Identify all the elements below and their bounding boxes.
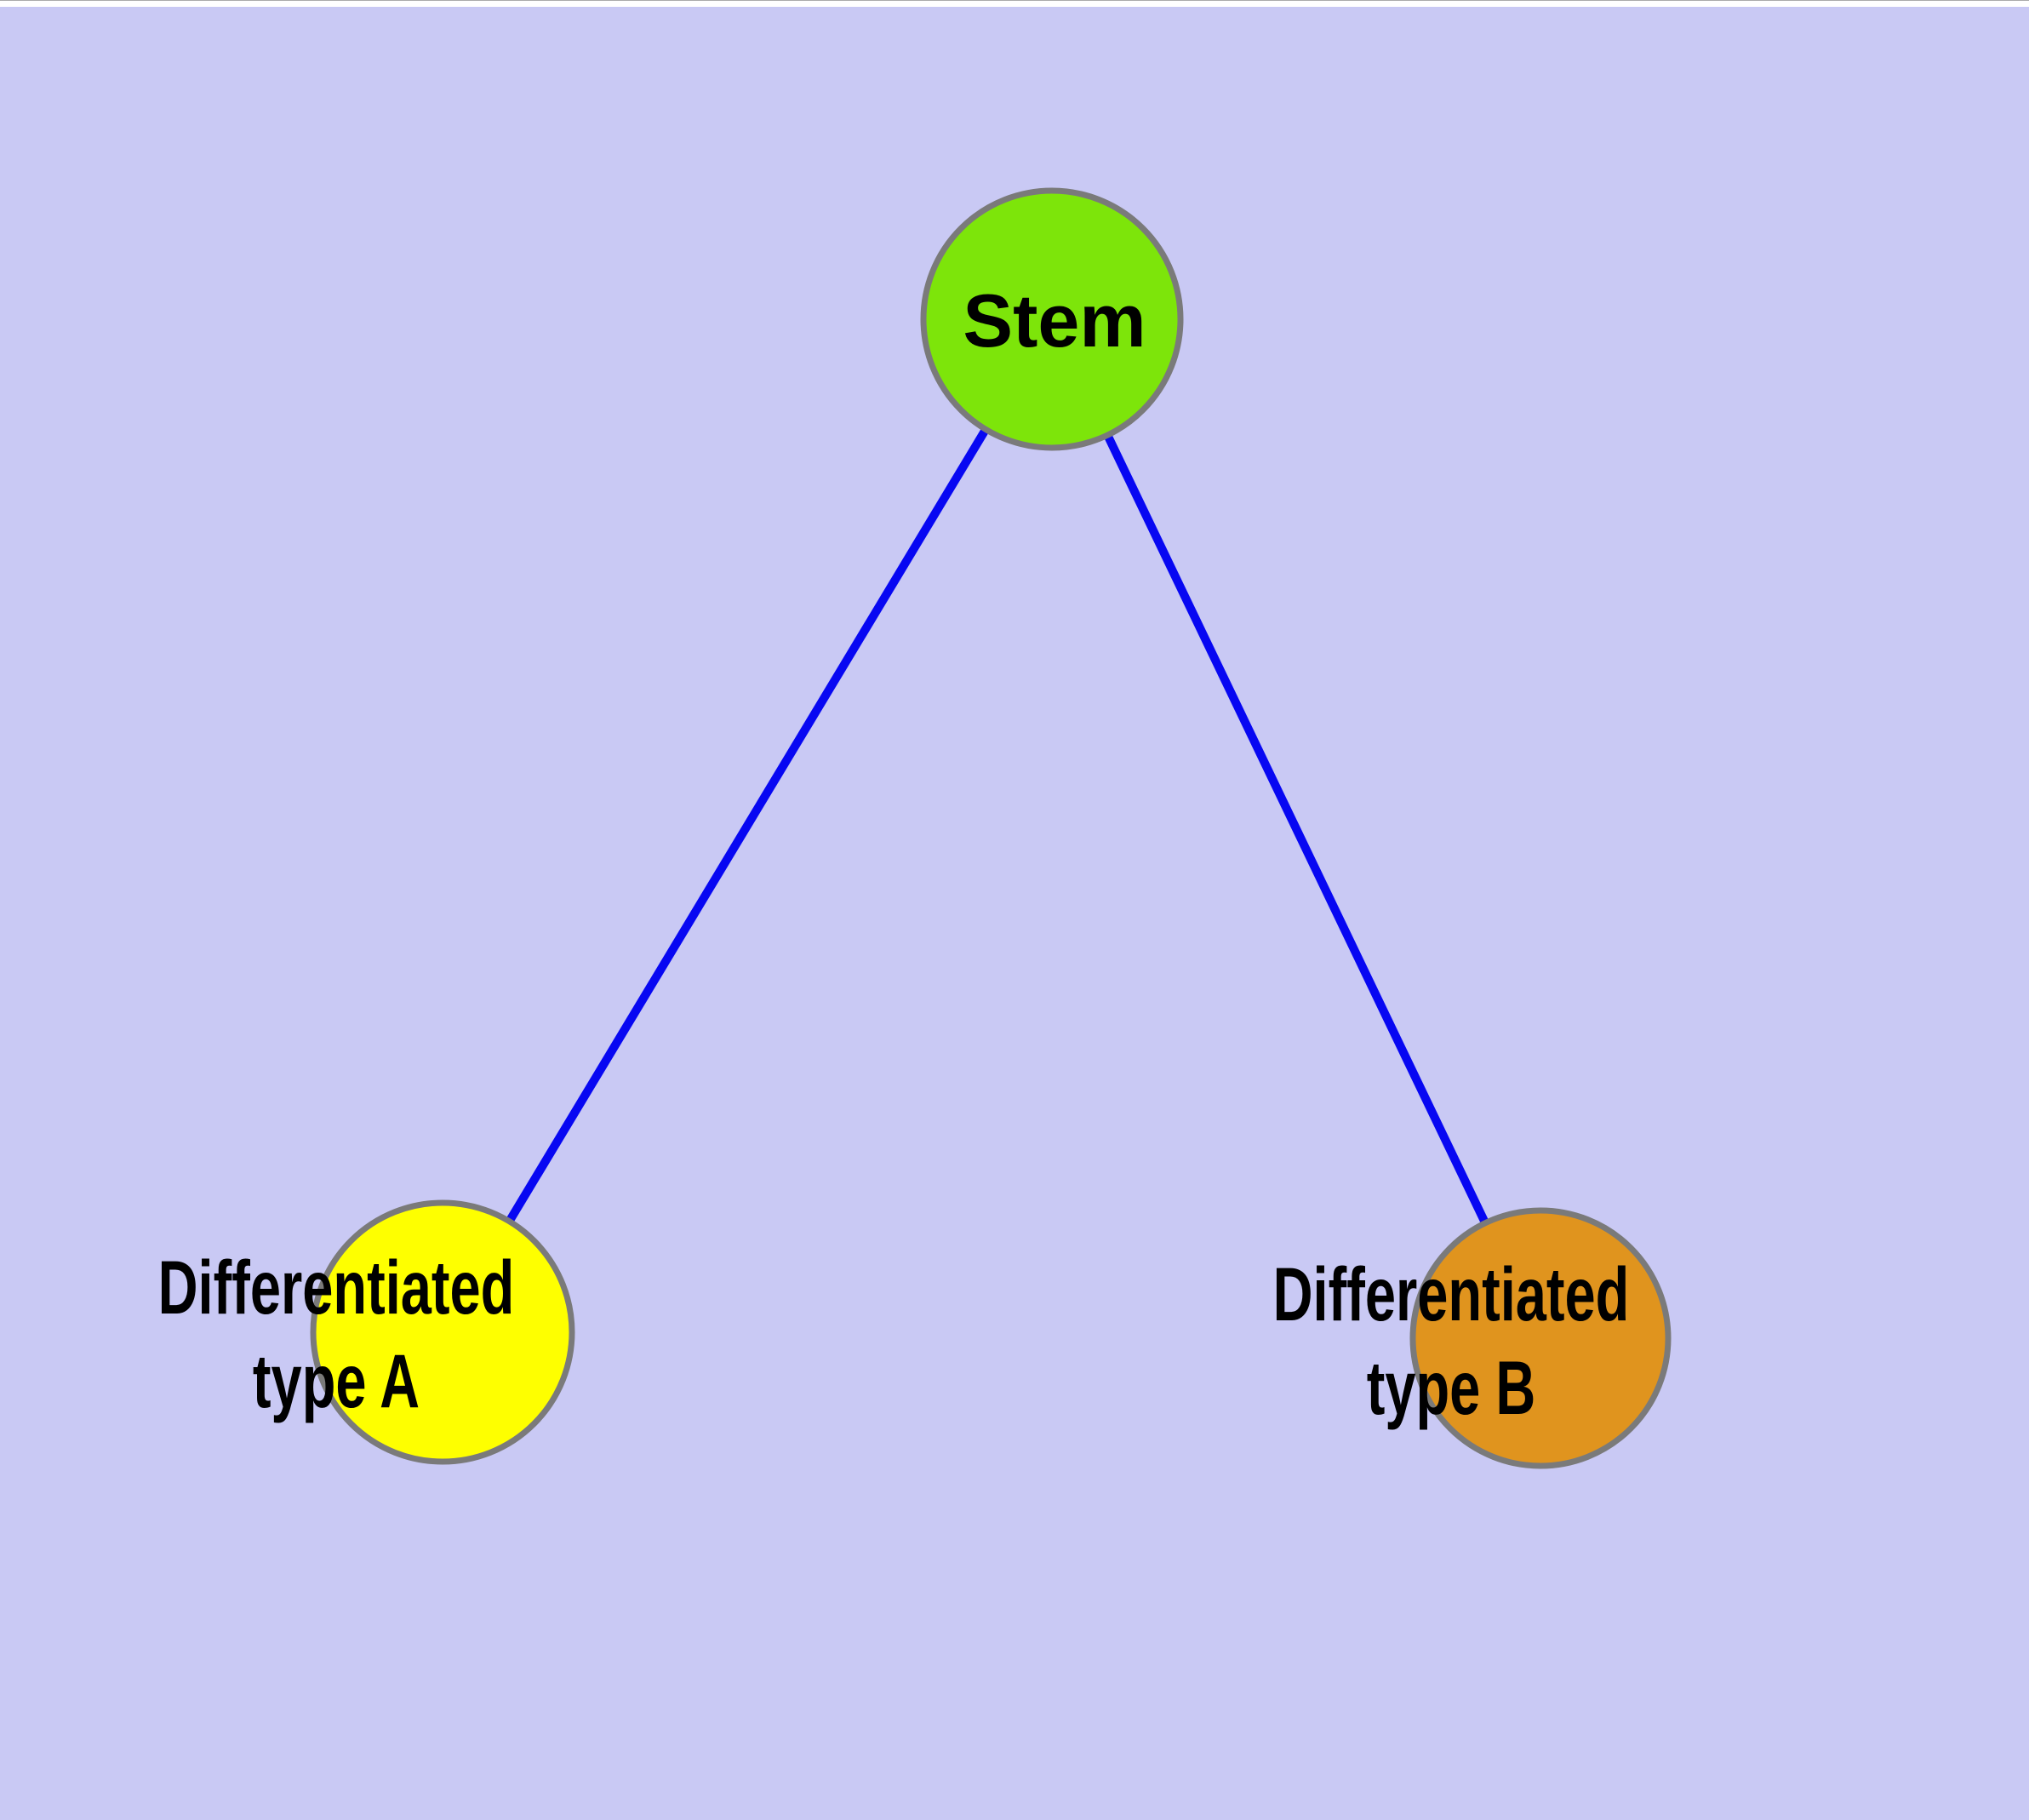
type-b-node [1409,1207,1672,1469]
stem-node [920,187,1184,451]
type-a-node [310,1199,575,1465]
edge-stem-to-type-a [438,317,1056,1335]
type-a-label-line-2: type A [252,1338,420,1423]
type-b-node-label: Differentiated type B [1273,1247,1630,1434]
stem-label-line: Stem [963,278,1146,363]
top-margin [0,0,2029,7]
type-a-node-label: Differentiated type A [158,1240,515,1428]
type-a-label-line-1: Differentiated [157,1245,515,1330]
stem-node-label: Stem [963,274,1146,368]
edge-stem-to-type-b [1048,317,1545,1341]
type-b-label-line-2: type B [1366,1345,1536,1430]
type-b-label-line-1: Differentiated [1272,1251,1630,1336]
